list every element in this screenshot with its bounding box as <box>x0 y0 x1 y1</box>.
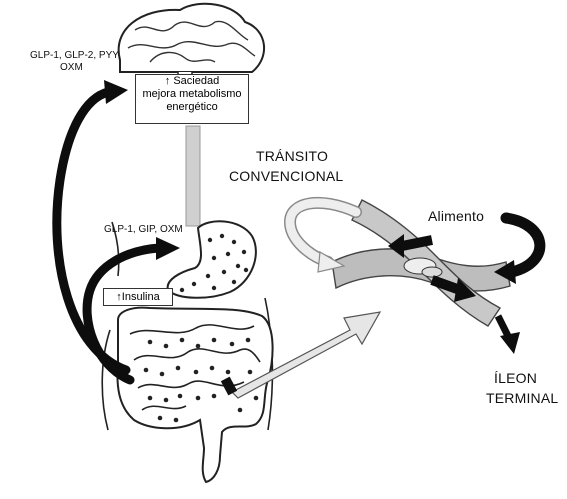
arrowhead-conventional <box>317 251 346 273</box>
label-transit-1: TRÁNSITO <box>256 148 329 164</box>
esophagus <box>185 125 201 227</box>
label-ileum-1: ÍLEON <box>494 370 538 386</box>
insulin-label: ↑Insulina <box>116 291 160 303</box>
arrowhead-stomach <box>156 237 180 260</box>
arrowhead-food <box>494 260 516 284</box>
satiety-box: ↑ Saciedad mejora metabolismo energético <box>135 74 249 124</box>
arrowhead-brain <box>104 80 128 104</box>
arrow-inner-right <box>430 275 462 295</box>
label-gut-hormones: GLP-1, GIP, OXM <box>104 224 183 235</box>
label-brain-hormones: GLP-1, GLP-2, PYY, <box>30 50 121 61</box>
satiety-line-2: mejora metabolismo <box>142 88 242 101</box>
brain-illustration <box>117 2 266 101</box>
stomach-illustration <box>166 220 257 299</box>
arrow-ileum-to-tube <box>220 311 382 399</box>
arrow-food <box>500 212 546 278</box>
arrow-inner-left <box>401 235 433 251</box>
satiety-line-1: ↑ Saciedad <box>164 75 220 87</box>
label-food: Alimento <box>428 208 485 224</box>
arrow-intestine-to-stomach <box>82 243 165 385</box>
arrow-conventional-transit-fill <box>285 198 361 267</box>
intestines-illustration <box>116 306 274 484</box>
label-brain-hormones-2: OXM <box>60 62 83 73</box>
label-ileum-2: TERMINAL <box>486 390 559 406</box>
label-transit-2: CONVENCIONAL <box>229 168 344 184</box>
satiety-line-3: energético <box>166 101 218 114</box>
insulin-box: ↑Insulina <box>103 288 173 306</box>
